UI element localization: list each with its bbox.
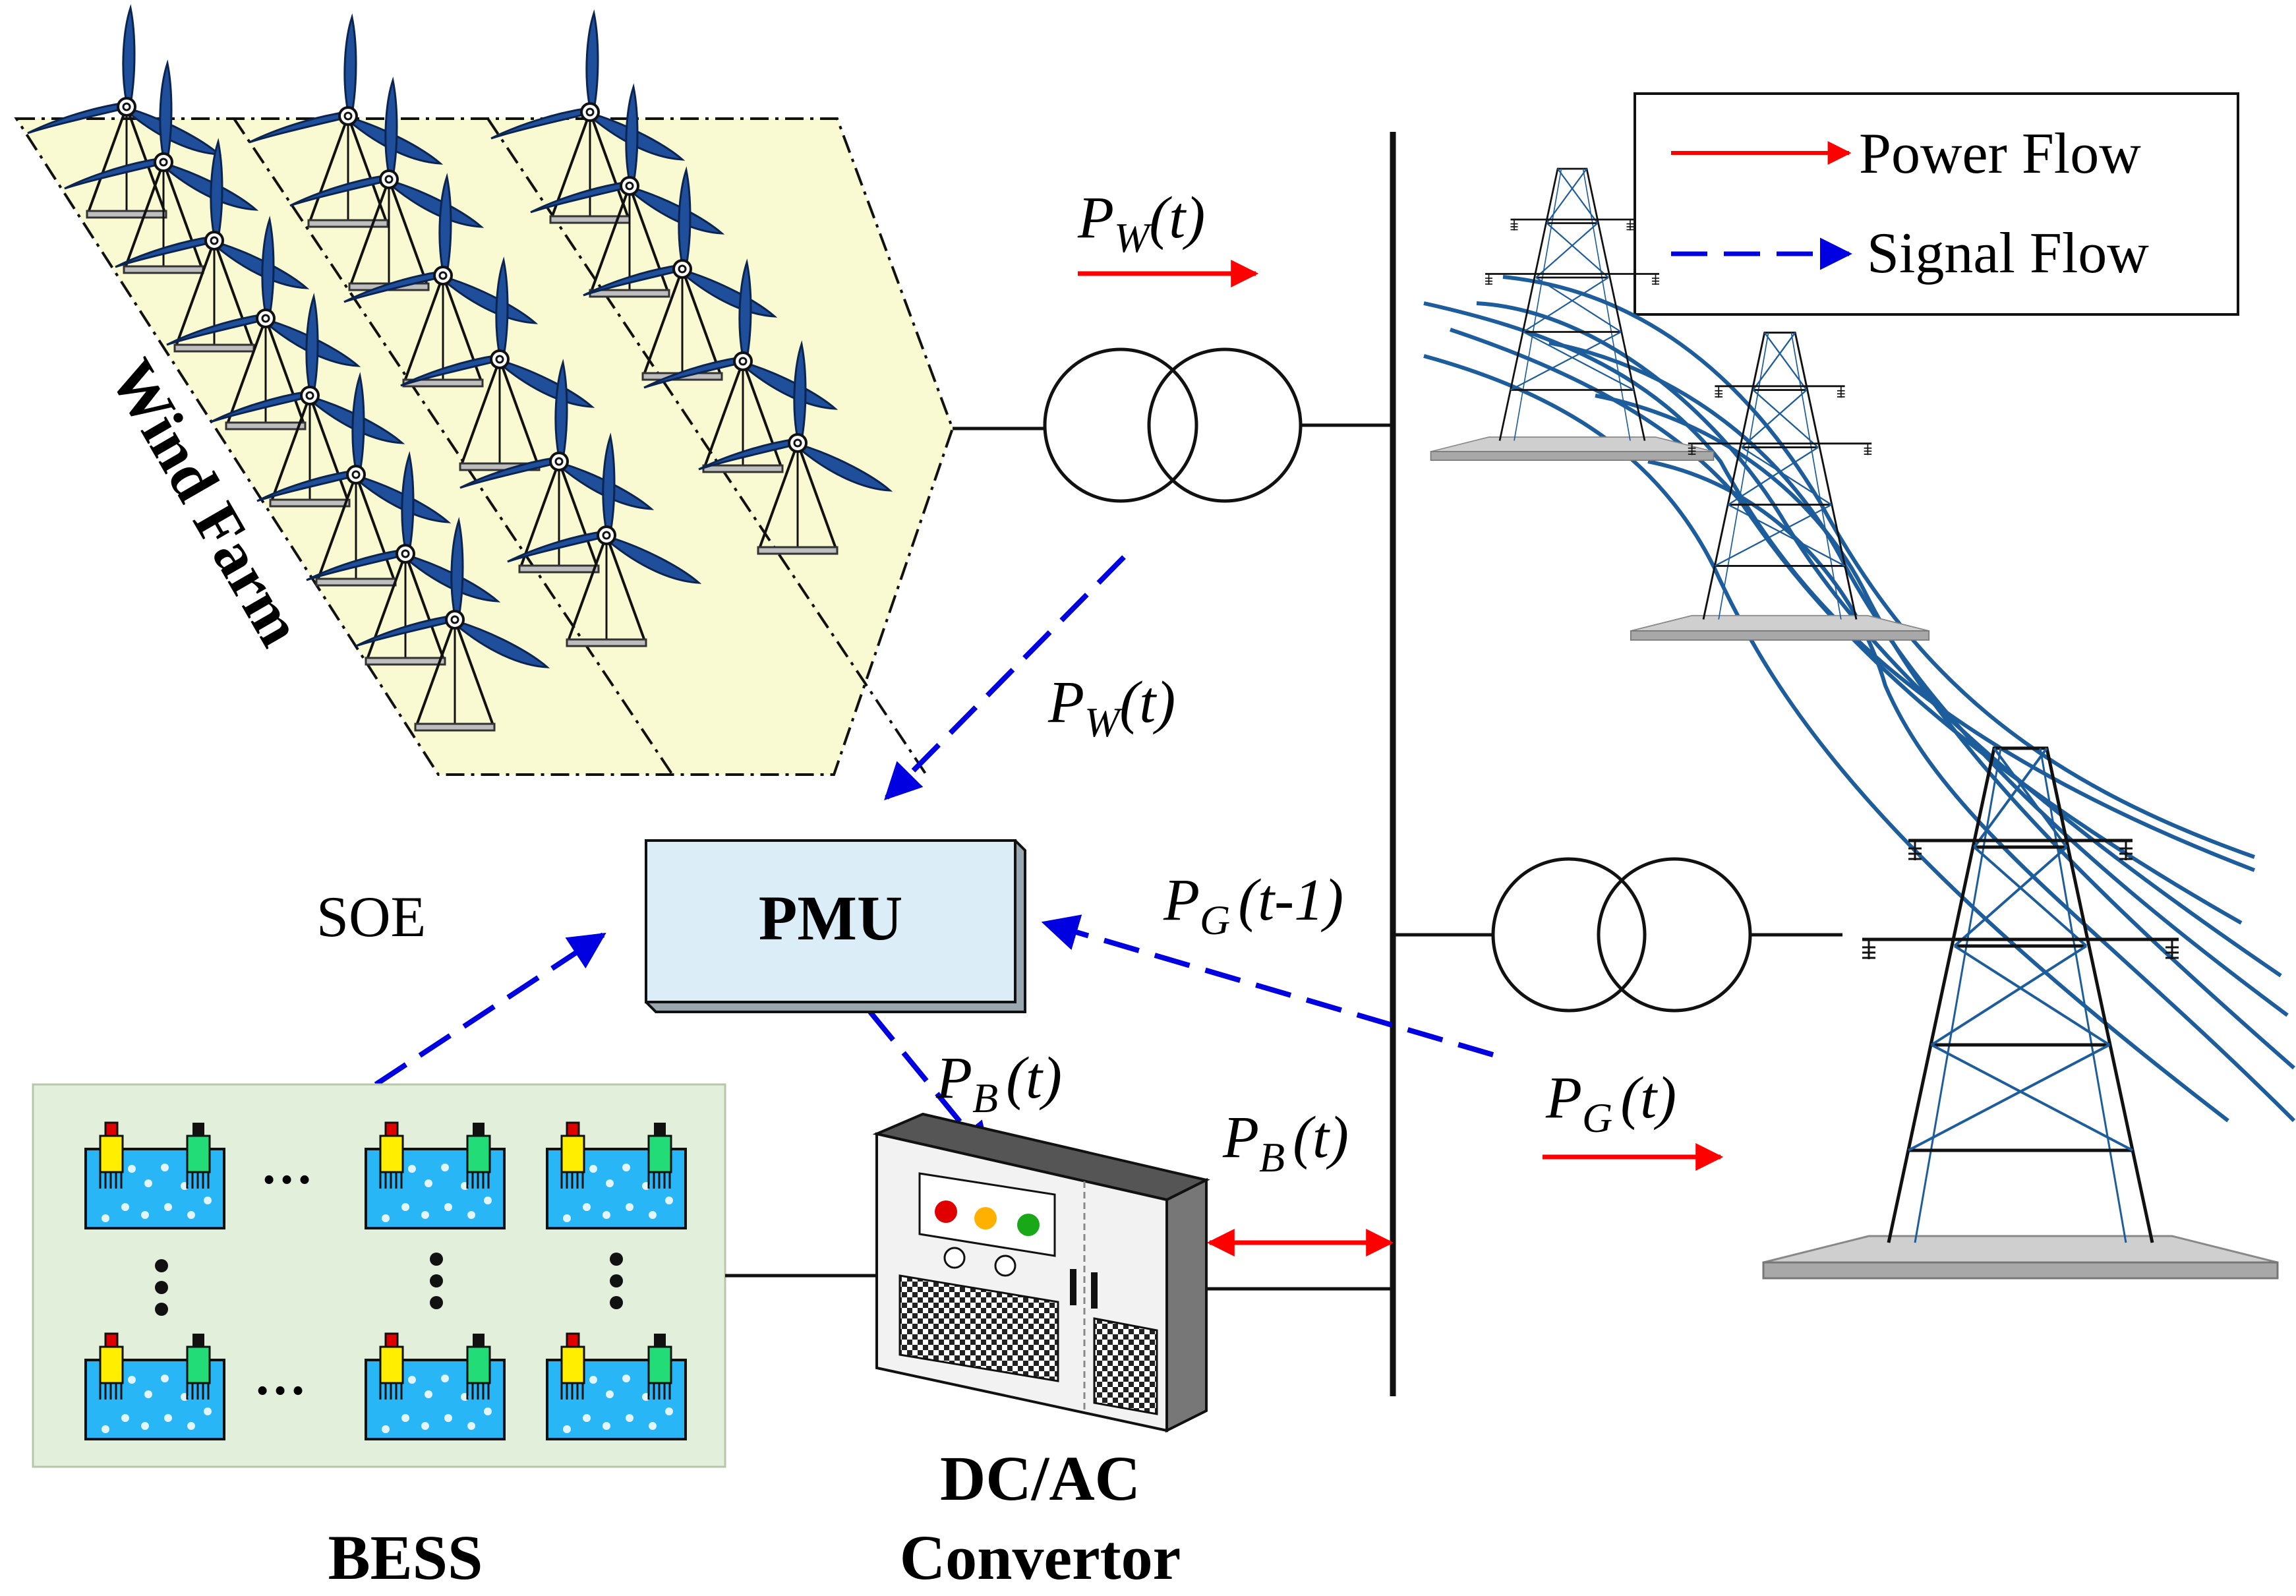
- battery-ellipsis: …: [260, 1137, 313, 1195]
- yellow-indicator-icon: [974, 1207, 997, 1229]
- pmu-box: PMU: [645, 839, 1026, 1013]
- legend: Power Flow Signal Flow: [1634, 92, 2239, 316]
- bess-label: BESS: [328, 1522, 483, 1593]
- wind-farm-row-divider: [486, 117, 927, 776]
- power-lines: [1423, 275, 2296, 1123]
- grid-transformer-icon: [1491, 857, 1752, 1013]
- legend-box: [1634, 92, 2239, 316]
- power-flow-legend-label: Power Flow: [1859, 122, 2141, 186]
- pb-power-label: PB(t): [1222, 1105, 1349, 1181]
- transmission-tower-icon: [1630, 332, 1930, 641]
- signal-flow-legend-label: Signal Flow: [1867, 222, 2149, 285]
- knob-icon: [943, 1247, 966, 1269]
- vertical-ellipsis-icon: [155, 1253, 623, 1316]
- converter-label-line2: Convertor: [900, 1522, 1181, 1593]
- pw-signal-arrow: [884, 555, 1126, 800]
- soe-signal-arrow: [374, 932, 606, 1087]
- converter-label-line1: DC/AC: [940, 1443, 1140, 1514]
- pb-signal-label: PB(t): [935, 1046, 1062, 1121]
- bess: … … BESS: [32, 1083, 726, 1593]
- red-indicator-icon: [935, 1200, 957, 1223]
- converter-cabinet: DC/AC Convertor: [872, 1112, 1210, 1593]
- transmission-grid: [1423, 167, 2296, 1278]
- knob-icon: [994, 1255, 1016, 1277]
- pg-signal-arrow: [1041, 914, 1494, 1057]
- wind-farm-row-divider: [233, 117, 674, 776]
- pb-signal-arrow: [868, 1010, 991, 1160]
- battery-ellipsis: …: [254, 1348, 307, 1406]
- pw-signal-label: PW(t): [1047, 670, 1175, 746]
- pg-power-label: PG(t): [1545, 1065, 1676, 1141]
- soe-label: SOE: [316, 885, 426, 949]
- transformer-icon: [1043, 347, 1303, 503]
- pw-power-label: PW(t): [1077, 185, 1205, 261]
- pg-signal-label: PG(t-1): [1163, 868, 1343, 943]
- wind-farm: Wind Farm: [14, 7, 955, 776]
- green-indicator-icon: [1017, 1214, 1040, 1236]
- pmu-label: PMU: [759, 883, 903, 953]
- transmission-tower-icon: [1763, 748, 2278, 1278]
